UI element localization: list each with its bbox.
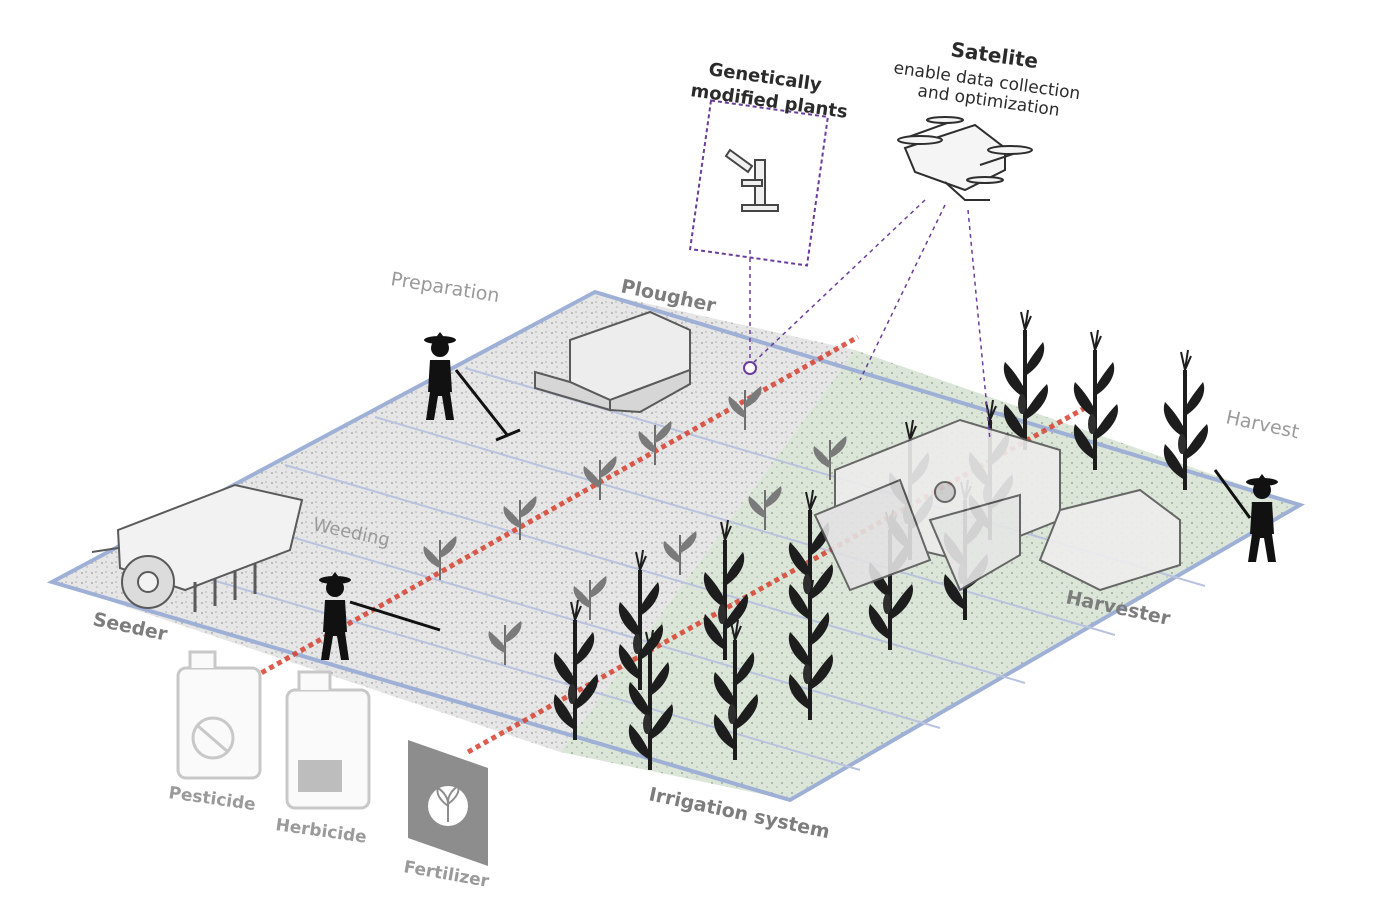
label-fertilizer: Fertilizer [402,857,491,892]
seeder-machine-icon [91,483,304,612]
microscope-icon [724,148,779,212]
connector-lines [749,199,991,441]
pesticide-jug-icon [176,650,262,780]
plougher-machine-icon [534,310,691,414]
drone-icon [897,116,1033,201]
farmer-harvest-icon [1213,469,1278,562]
herbicide-jug-icon [285,670,371,810]
field-border [46,289,1305,803]
label-pesticide: Pesticide [167,783,257,815]
label-harvest: Harvest [1224,406,1301,443]
farmer-weeding-icon [319,572,441,660]
fertilizer-bag-icon [408,740,488,866]
field-ground-left [52,292,855,752]
harvester-machine-icon [813,418,1181,592]
farmer-with-rake-icon [424,332,521,442]
gmo-marker [743,361,757,375]
gmo-box [689,99,829,267]
label-preparation: Preparation [389,268,501,307]
label-herbicide: Herbicide [274,815,368,848]
field-ground-right [560,350,1300,800]
